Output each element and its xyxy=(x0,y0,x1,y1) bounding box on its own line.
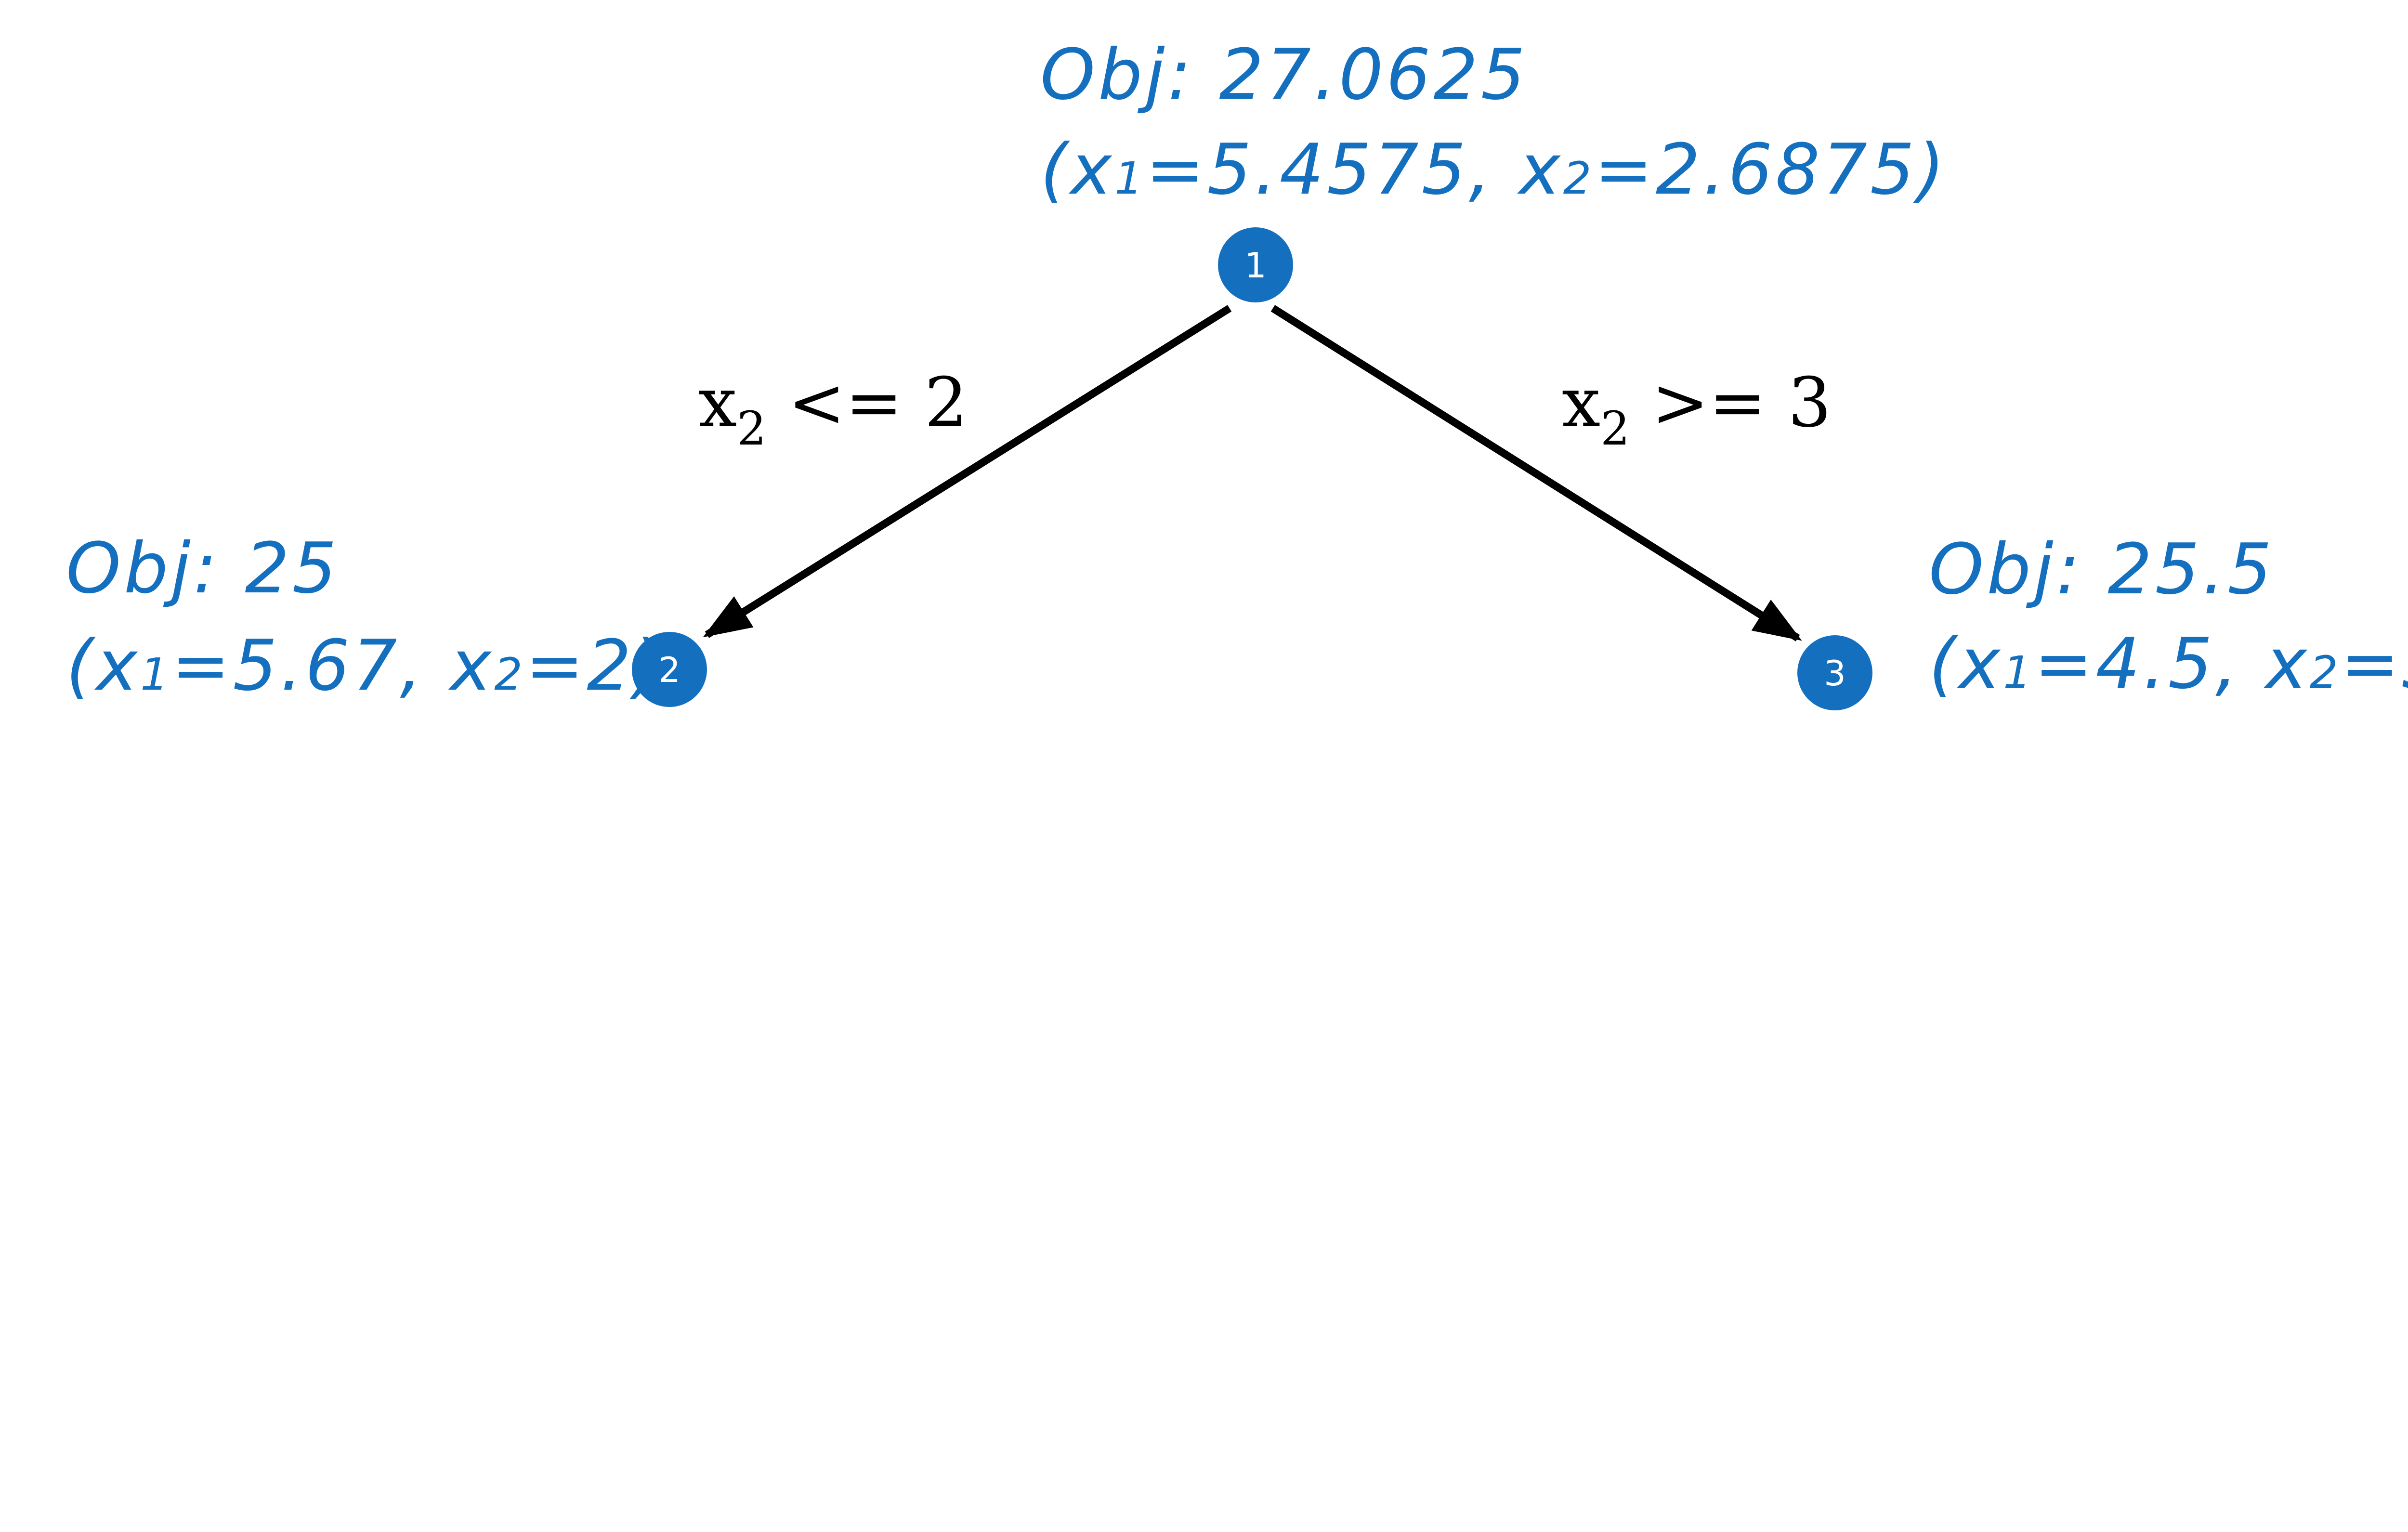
edge-1-3-condition: >= 3 xyxy=(1630,363,1832,443)
node-1-x1-val: =5.4575, x xyxy=(1146,129,1563,210)
edge-1-3-sub: 2 xyxy=(1600,402,1630,456)
edge-1-2 xyxy=(703,305,1232,638)
node-2-sol-open: (x xyxy=(66,625,140,707)
node-1-number: 1 xyxy=(1244,245,1267,286)
edge-1-2-label: x2 <= 2 xyxy=(698,363,968,456)
node-1-x2-val: =2.6875) xyxy=(1594,129,1947,210)
edge-1-3-line xyxy=(1270,305,1802,642)
node-2-x1-sub: 1 xyxy=(140,649,171,700)
node-1-x1-sub: 1 xyxy=(1114,153,1146,204)
edge-1-3-var: x xyxy=(1562,363,1600,443)
node-2-solution: (x1=5.67, x2=2) xyxy=(66,625,664,707)
edge-1-2-condition: <= 2 xyxy=(766,363,968,443)
node-2-x2-val: =2) xyxy=(525,625,664,707)
node-1-sol-open: (x xyxy=(1040,129,1114,210)
node-1-circle xyxy=(1218,227,1293,302)
node-3-x1-sub: 1 xyxy=(2003,647,2034,698)
node-2-x1-val: =5.67, x xyxy=(171,625,494,707)
node-3-objective: Obj: 25.5 xyxy=(1929,529,2275,610)
edge-1-2-var: x xyxy=(698,363,737,443)
node-1-solution: (x1=5.4575, x2=2.6875) xyxy=(1040,129,1948,210)
edge-1-2-line xyxy=(703,305,1232,638)
node-2-x2-sub: 2 xyxy=(494,649,525,700)
node-3-solution: (x1=4.5, x2=3) xyxy=(1929,623,2408,705)
node-2-objective: Obj: 25 xyxy=(66,528,340,609)
node-3-x1-val: =4.5, x xyxy=(2034,623,2310,705)
node-3-x2-val: =3) xyxy=(2341,623,2408,705)
node-2-circle xyxy=(632,632,707,707)
edge-1-2-sub: 2 xyxy=(737,402,766,456)
node-3-circle xyxy=(1797,635,1872,710)
node-3: 3 Obj: 25.5 (x1=4.5, x2=3) xyxy=(1797,529,2408,710)
edge-1-3 xyxy=(1270,305,1802,642)
node-3-number: 3 xyxy=(1824,653,1846,694)
edge-1-3-label: x2 >= 3 xyxy=(1562,363,1832,456)
node-2-number: 2 xyxy=(658,650,681,690)
node-1-objective: Obj: 27.0625 xyxy=(1040,34,1528,116)
node-2: 2 Obj: 25 (x1=5.67, x2=2) xyxy=(66,528,707,707)
node-3-sol-open: (x xyxy=(1929,623,2003,705)
node-3-x2-sub: 2 xyxy=(2310,647,2341,698)
node-1-x2-sub: 2 xyxy=(1563,153,1595,204)
node-1: 1 Obj: 27.0625 (x1=5.4575, x2=2.6875) xyxy=(1040,34,1948,302)
